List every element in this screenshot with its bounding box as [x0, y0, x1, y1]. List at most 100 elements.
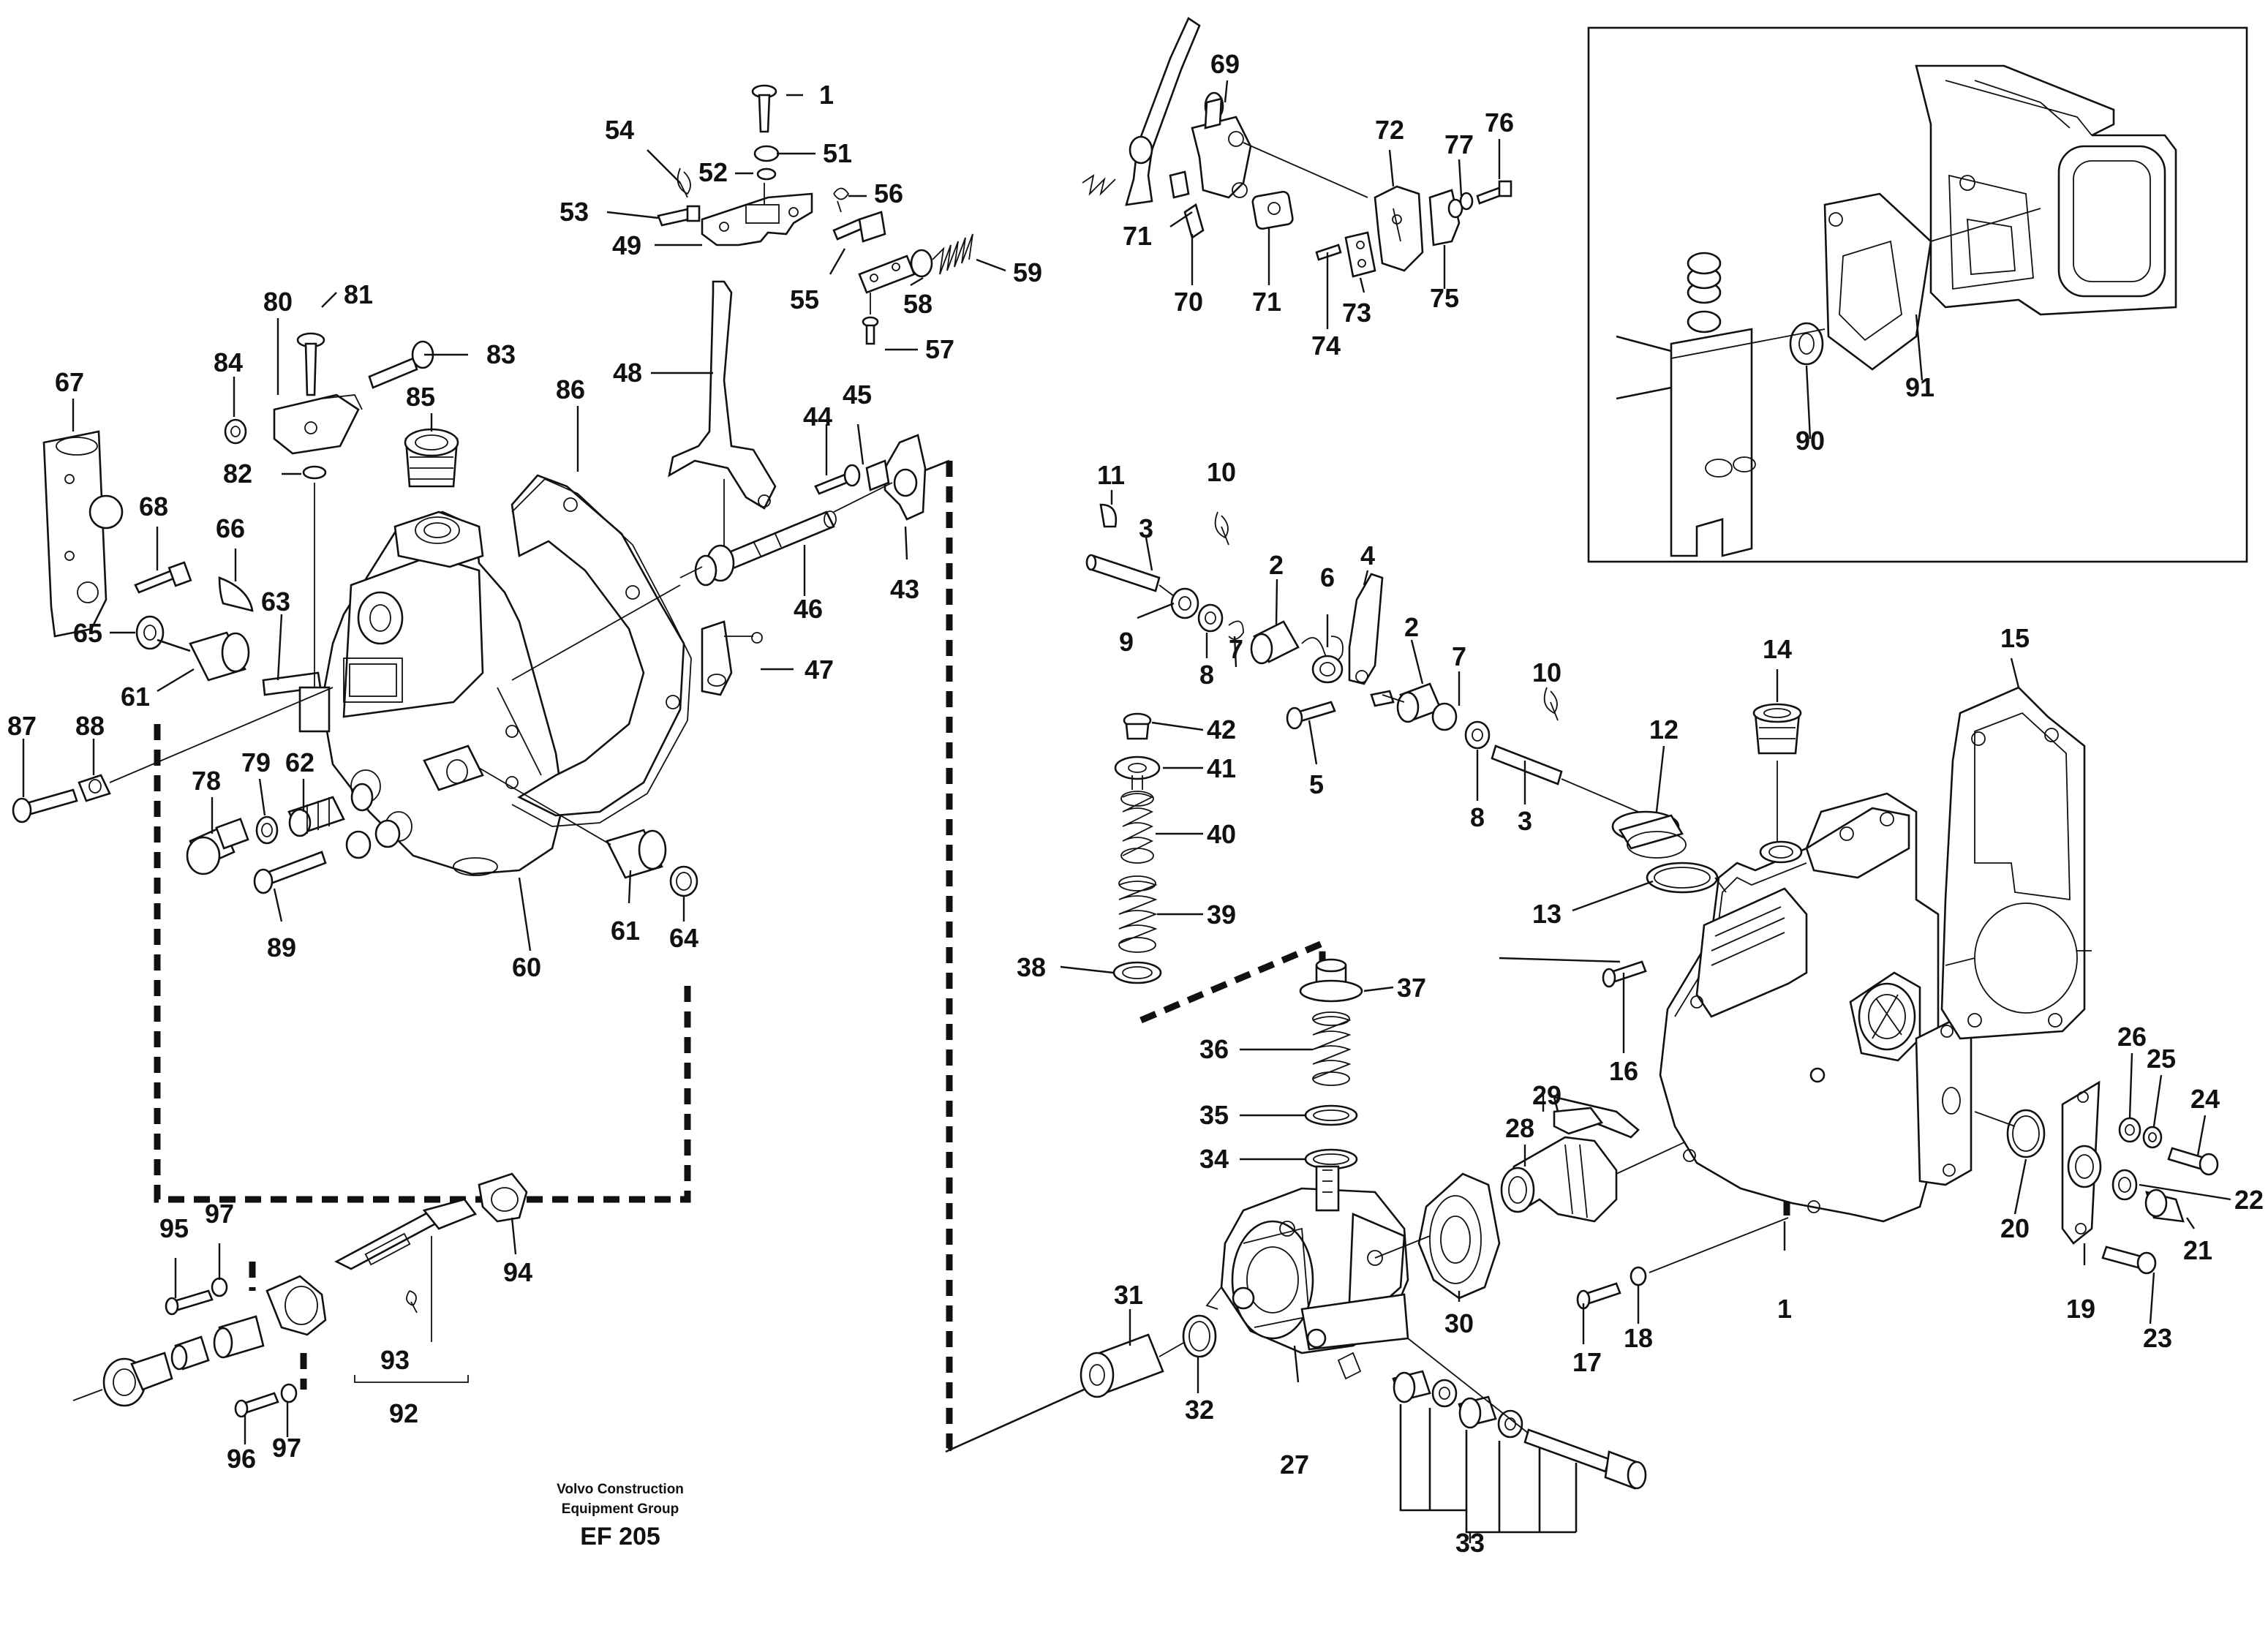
label-42: 42: [1207, 715, 1236, 745]
label-39: 39: [1207, 900, 1236, 930]
main-pump-housing: [1659, 792, 1973, 1223]
label-92: 92: [389, 1398, 418, 1428]
label-3b: 3: [1518, 806, 1532, 836]
label-5: 5: [1309, 769, 1324, 799]
footer-line1: Volvo Construction: [557, 1482, 684, 1497]
leader-lines: [22, 80, 2231, 1543]
label-26: 26: [2117, 1022, 2147, 1052]
label-2a: 2: [1269, 550, 1284, 580]
label-35: 35: [1199, 1100, 1229, 1130]
label-73: 73: [1342, 298, 1371, 328]
label-30: 30: [1444, 1308, 1474, 1338]
label-53: 53: [560, 197, 589, 227]
label-31: 31: [1114, 1280, 1143, 1310]
label-19: 19: [2066, 1294, 2095, 1324]
label-68: 68: [139, 491, 168, 521]
label-9: 9: [1119, 627, 1134, 657]
label-62: 62: [285, 747, 314, 777]
label-47: 47: [805, 655, 834, 685]
label-24: 24: [2190, 1084, 2220, 1114]
label-25: 25: [2147, 1044, 2176, 1074]
label-76: 76: [1485, 108, 1514, 137]
label-21: 21: [2183, 1235, 2212, 1265]
label-14: 14: [1763, 634, 1792, 664]
label-16: 16: [1609, 1056, 1638, 1086]
label-8a: 8: [1199, 660, 1214, 690]
label-46: 46: [794, 594, 823, 624]
label-51: 51: [823, 138, 852, 168]
label-86: 86: [556, 374, 585, 404]
label-13: 13: [1532, 899, 1561, 929]
label-60: 60: [512, 952, 541, 982]
label-64: 64: [669, 923, 698, 953]
label-6: 6: [1320, 562, 1335, 592]
governor-body: [1205, 1165, 1409, 1380]
label-34: 34: [1199, 1144, 1229, 1174]
footer-code: EF 205: [580, 1523, 660, 1550]
label-10b: 10: [1532, 657, 1561, 687]
label-61a: 61: [121, 682, 150, 712]
label-75: 75: [1430, 283, 1459, 313]
label-17: 17: [1572, 1347, 1602, 1377]
label-96: 96: [227, 1444, 256, 1474]
label-70: 70: [1174, 287, 1203, 317]
label-12: 12: [1649, 715, 1679, 745]
label-3a: 3: [1139, 513, 1153, 543]
label-66: 66: [216, 513, 245, 543]
label-97a: 97: [205, 1199, 234, 1229]
label-93: 93: [380, 1345, 410, 1375]
label-38: 38: [1017, 952, 1046, 982]
label-80: 80: [263, 287, 293, 317]
label-71b: 71: [1252, 287, 1281, 317]
label-81: 81: [344, 279, 373, 309]
label-65: 65: [73, 618, 102, 648]
label-77: 77: [1444, 129, 1474, 159]
label-55: 55: [790, 284, 819, 314]
label-79: 79: [241, 747, 271, 777]
label-83: 83: [486, 339, 516, 369]
label-41: 41: [1207, 753, 1236, 783]
label-61b: 61: [611, 916, 640, 946]
label-50: 1: [819, 80, 834, 110]
label-89: 89: [267, 932, 296, 962]
label-27: 27: [1280, 1450, 1309, 1480]
label-29: 29: [1532, 1080, 1561, 1110]
label-45: 45: [843, 380, 872, 410]
label-2b: 2: [1404, 612, 1419, 642]
part-labels: 1 51 52 54 53 56 49 55 58 59 57 48 44 45…: [7, 49, 2264, 1558]
label-1: 1: [1777, 1294, 1792, 1324]
label-58: 58: [903, 289, 933, 319]
label-15: 15: [2000, 623, 2030, 653]
label-78: 78: [192, 766, 221, 796]
label-91: 91: [1905, 372, 1934, 402]
label-20: 20: [2000, 1213, 2030, 1243]
label-85: 85: [406, 382, 435, 412]
label-32: 32: [1185, 1395, 1214, 1425]
footer-line2: Equipment Group: [562, 1501, 679, 1517]
label-72: 72: [1375, 115, 1404, 145]
label-36: 36: [1199, 1034, 1229, 1064]
label-52: 52: [698, 157, 728, 187]
label-67: 67: [55, 367, 84, 397]
label-11: 11: [1097, 460, 1125, 490]
label-7b: 7: [1452, 641, 1466, 671]
label-59: 59: [1013, 257, 1042, 287]
label-44: 44: [803, 402, 832, 431]
label-37: 37: [1397, 973, 1426, 1003]
inset-detail: [1587, 26, 2248, 563]
label-54: 54: [605, 115, 634, 145]
label-94: 94: [503, 1257, 532, 1287]
label-97b: 97: [272, 1433, 301, 1463]
label-84: 84: [214, 347, 243, 377]
label-40: 40: [1207, 819, 1236, 849]
label-7a: 7: [1229, 634, 1243, 664]
label-10a: 10: [1207, 457, 1236, 487]
label-82: 82: [223, 459, 252, 489]
footer: Volvo Construction Equipment Group EF 20…: [557, 1482, 684, 1550]
label-63: 63: [261, 587, 290, 617]
label-23: 23: [2143, 1323, 2172, 1353]
label-49: 49: [612, 230, 641, 260]
label-33: 33: [1455, 1528, 1485, 1558]
governor-housing-left: [320, 510, 565, 876]
